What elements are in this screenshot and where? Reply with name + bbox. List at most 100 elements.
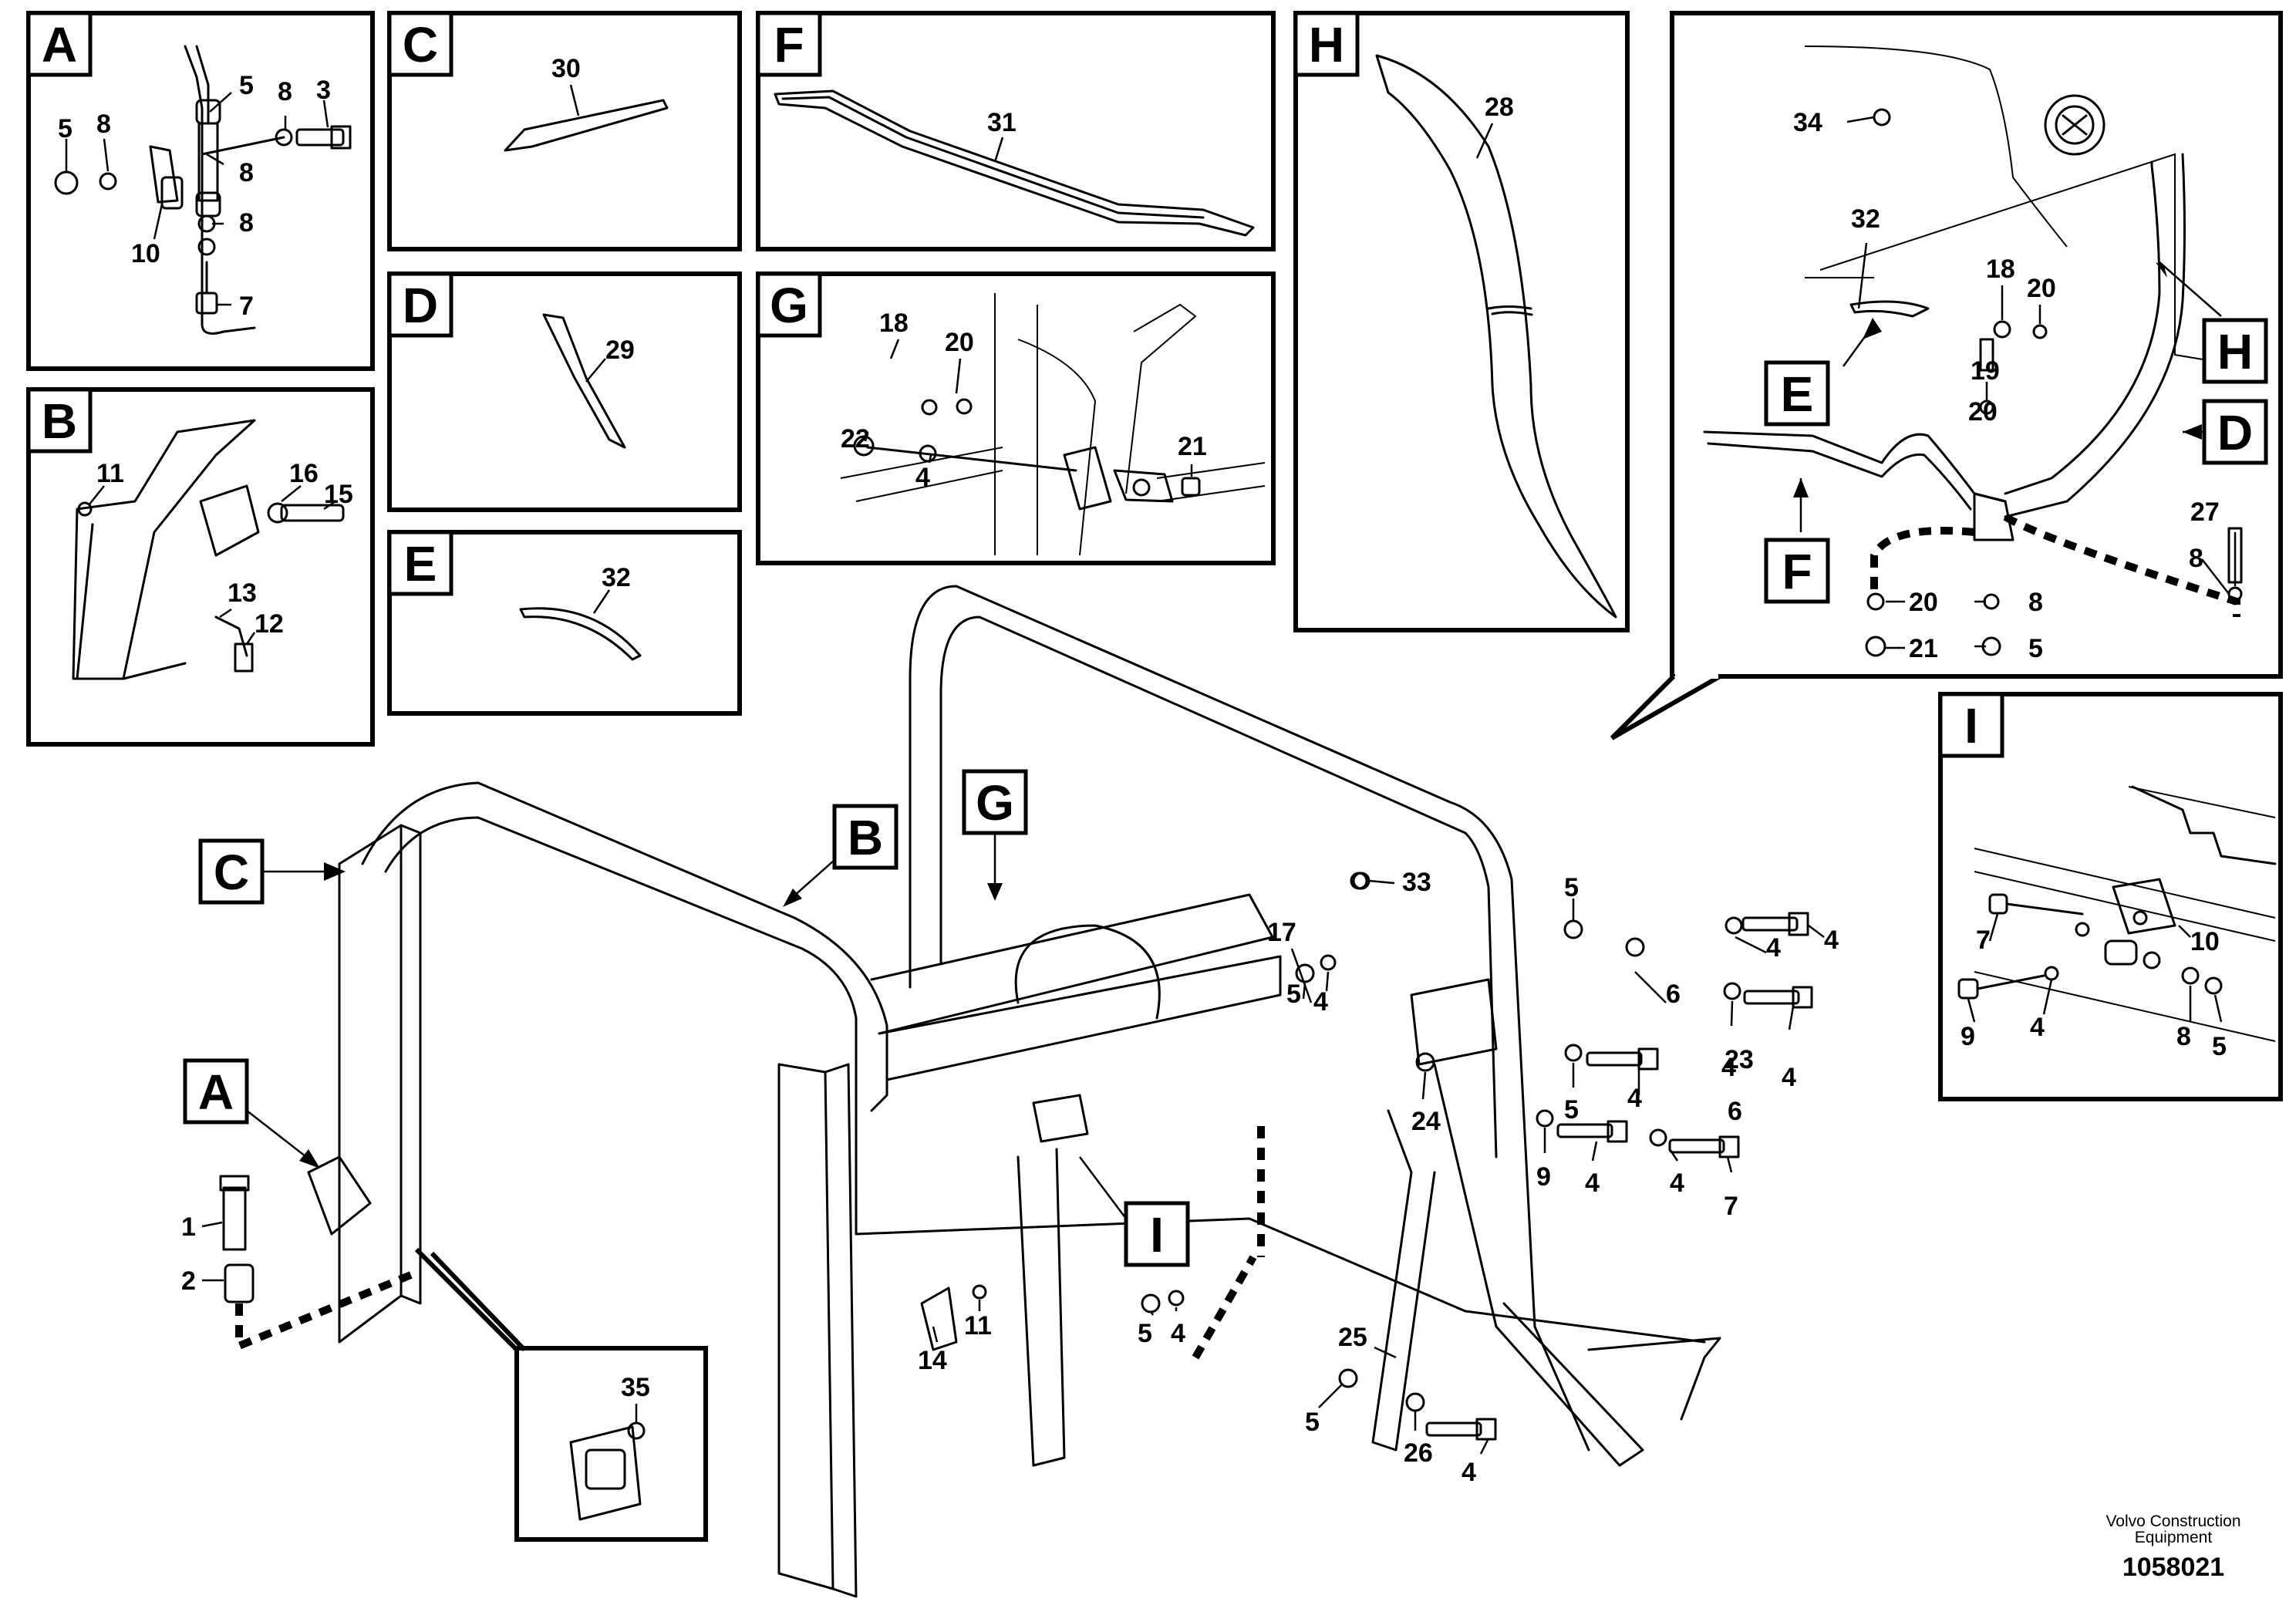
part-number-label: 4	[1721, 1053, 1736, 1082]
part-number-label: 32	[1851, 204, 1880, 234]
part-number-label: 5	[2028, 634, 2043, 663]
part-number-label: 35	[621, 1373, 650, 1402]
main-callouts: C B G A I	[183, 769, 1190, 1267]
detail-tag-label: A	[198, 1064, 234, 1120]
part-number-label: 23	[1725, 1045, 1754, 1074]
detail-tag-label: E	[1781, 366, 1814, 422]
detail-tag-label: I	[1150, 1207, 1164, 1263]
detail-tag-label: H	[2217, 324, 2253, 379]
main-frame-drawing	[219, 585, 1721, 1598]
part-number-label: 32	[602, 563, 631, 592]
part-number-label: 18	[1986, 255, 2015, 284]
footer: Volvo Construction Equipment 1058021	[2106, 1512, 2240, 1582]
part-number-label: 14	[918, 1346, 947, 1375]
part-number-label: 20	[2027, 274, 2056, 303]
part-number-label: 28	[1485, 93, 1514, 122]
part-number-label: 21	[1178, 432, 1207, 461]
part-number-label: 9	[1961, 1022, 1975, 1051]
part-number-label: 4	[1585, 1168, 1600, 1198]
part-number-label: 8	[239, 158, 254, 187]
part-number-label: 8	[2176, 1022, 2191, 1051]
part-number-label: 25	[1338, 1323, 1367, 1352]
part-number-label: 16	[289, 459, 319, 488]
detail-tag-label: G	[976, 775, 1014, 831]
detail-tag-label: B	[848, 810, 883, 865]
part-number-label: 5	[1138, 1319, 1152, 1348]
panel-h: H 28	[1293, 11, 1630, 632]
panel-d-tag: D	[403, 278, 438, 333]
panel-g: G 18 20 22 4 21	[756, 271, 1276, 565]
part-number-label: 6	[1666, 980, 1681, 1009]
part-number-label: 33	[1402, 868, 1431, 897]
panel-i-tag: I	[1964, 698, 1978, 754]
part-number-label: 34	[1793, 108, 1822, 137]
part-number-label: 4	[1627, 1084, 1642, 1113]
panel-a: A 5 8 5 8 3 8 10 8 7	[26, 11, 375, 371]
part-number-label: 5	[1305, 1408, 1320, 1437]
part-number-label: 4	[1171, 1319, 1185, 1348]
brand-line-2: Equipment	[2135, 1529, 2213, 1546]
detail-tag-label: C	[214, 845, 249, 900]
part-number-label: 5	[1286, 980, 1301, 1009]
part-number-label: 19	[1971, 356, 2000, 386]
panel-i: I 7 10 9 4 8 5	[1938, 692, 2283, 1101]
part-number-label: 4	[1782, 1063, 1796, 1092]
part-number-label: 4	[1313, 987, 1328, 1017]
part-number-label: 7	[1724, 1192, 1738, 1221]
part-number-label: 2	[181, 1266, 196, 1296]
part-number-label: 3	[316, 76, 331, 105]
part-number-label: 26	[1404, 1438, 1433, 1468]
part-number-label: 6	[1728, 1097, 1742, 1126]
detail-tag-label: F	[1782, 544, 1812, 599]
part-number-label: 5	[239, 71, 254, 100]
main-fasteners	[920, 872, 1813, 1441]
main-leaders	[201, 879, 1825, 1455]
part-number-label: 4	[1766, 933, 1781, 963]
panel-b: B 11 16 15 13 12	[26, 387, 375, 747]
panel-e-tag: E	[404, 536, 437, 592]
part-number-label: 24	[1411, 1107, 1441, 1136]
part-number-label: 12	[255, 609, 284, 639]
part-number-label: 11	[96, 459, 124, 488]
part-number-label: 15	[324, 480, 353, 509]
part-number-label: 18	[879, 309, 909, 338]
part-number-label: 10	[131, 239, 160, 268]
brand-line-1: Volvo Construction	[2106, 1512, 2240, 1530]
main-labels: 33 17 5 4 5 4 4 6 23 4 24 5 4 9 4 4 7 4 …	[181, 868, 1839, 1487]
part-number-label: 21	[1909, 634, 1938, 663]
panel-f: F 31	[756, 11, 1276, 251]
part-number-label: 10	[2190, 927, 2220, 956]
panel-c-tag: C	[403, 17, 438, 73]
part-number-label: 4	[2030, 1013, 2045, 1042]
part-number-label: 17	[1267, 918, 1296, 947]
part-number-label: 5	[58, 114, 72, 143]
part-number-label: 4	[1462, 1458, 1476, 1487]
inset-35: 35	[514, 1346, 708, 1542]
panel-g-tag: G	[770, 278, 808, 333]
panel-a-tag: A	[42, 17, 77, 73]
part-number-label: 4	[915, 463, 930, 492]
part-number-label: 4	[1824, 926, 1839, 955]
part-number-label: 27	[2190, 497, 2220, 527]
part-number-label: 8	[239, 208, 254, 238]
panel-b-tag: B	[42, 393, 77, 449]
part-number-label: 11	[964, 1311, 992, 1340]
part-number-label: 31	[987, 108, 1017, 137]
part-number-label: 20	[1909, 588, 1938, 617]
part-number-label: 9	[1536, 1162, 1551, 1192]
part-number-label: 8	[96, 110, 111, 139]
panel-f-tag: F	[774, 17, 804, 73]
part-number-label: 8	[2028, 588, 2043, 617]
panel-h-tag: H	[1309, 17, 1344, 73]
part-number-label: 7	[239, 292, 254, 321]
part-number-label: 7	[1976, 926, 1991, 955]
panel-d: D 29	[387, 271, 742, 512]
main-detail-panel: 34 32 18 20 19 20 27 8 20 8 21 5 E H D F	[1610, 11, 2283, 740]
part-number-label: 29	[605, 336, 635, 365]
detail-tag-label: D	[2217, 405, 2253, 460]
part-number-label: 5	[2212, 1032, 2227, 1061]
doc-number: 1058021	[2122, 1553, 2224, 1582]
panel-e: E 32	[387, 530, 742, 716]
part-number-label: 4	[1670, 1168, 1684, 1198]
